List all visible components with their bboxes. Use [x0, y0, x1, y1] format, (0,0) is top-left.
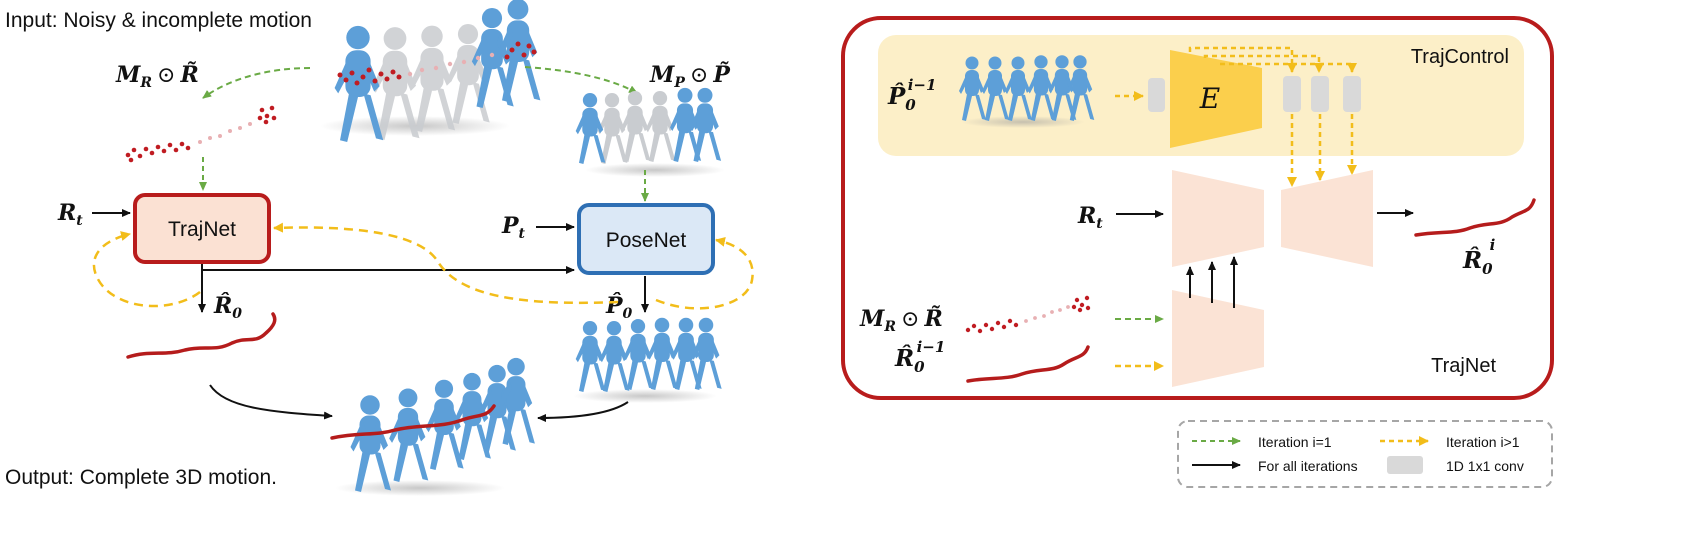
trajnet-encoder-module: [1172, 290, 1264, 387]
output-trajectory-curve: [126, 312, 277, 359]
final-trajectory-curve: [330, 404, 496, 440]
trajcontrol-label: TrajControl: [1411, 46, 1509, 68]
yellow-loop-crossover: [273, 222, 619, 305]
right-panel: TrajControl P̂0i−1 E: [841, 16, 1554, 400]
legend-label-iter1: Iteration i=1: [1258, 434, 1332, 450]
masked-traj-label: MR⊙R̃: [115, 62, 199, 91]
green-arrow-to-traj: [202, 67, 311, 99]
conv-to-decoder-arrows: [1287, 114, 1357, 187]
right-masked-traj-label: MR⊙R̃: [859, 306, 943, 335]
r-t-label: Rt: [57, 200, 83, 229]
masked-pose-figure: [575, 87, 725, 177]
right-noisy-trajectory-points: [965, 295, 1091, 334]
posenet-label: PoseNet: [606, 229, 687, 252]
conv-block-input: [1148, 78, 1165, 112]
input-motion-figure: [320, 0, 541, 143]
input-caption: Input: Noisy & incomplete motion: [5, 9, 312, 32]
r-out-label: R̂0i: [1462, 236, 1496, 278]
legend: Iteration i=1 Iteration i>1 For all iter…: [1177, 420, 1553, 488]
pose-sequence-figure: [959, 55, 1095, 128]
skip-up-arrows: [1186, 256, 1238, 308]
right-trajnet-label: TrajNet: [1431, 355, 1496, 377]
p-prev-label: P̂0i−1: [887, 76, 936, 114]
left-panel: Input: Noisy & incomplete motion: [5, 0, 754, 496]
legend-label-conv: 1D 1x1 conv: [1446, 458, 1524, 474]
legend-box: [1177, 420, 1553, 488]
p-t-label: Pt: [501, 213, 526, 242]
posenet-block: PoseNet: [577, 203, 715, 275]
trajnet-block: TrajNet: [133, 193, 271, 264]
trajcontrol-decoder-module: [1281, 170, 1373, 267]
green-arrow-to-pose: [524, 66, 638, 94]
encoder-block: E: [1170, 50, 1262, 148]
legend-conv-swatch: [1387, 456, 1423, 474]
encoder-to-conv-arrows: [1188, 46, 1357, 73]
legend-label-all: For all iterations: [1258, 458, 1358, 474]
merge-arrow-from-pose: [537, 401, 629, 422]
merge-arrow-from-traj: [209, 384, 333, 420]
encoder-label: E: [1199, 82, 1220, 115]
noisy-trajectory-points: [125, 105, 277, 163]
legend-label-iter-gt1: Iteration i>1: [1446, 434, 1520, 450]
output-pose-figure: [573, 317, 722, 403]
p0-label: P̂0: [605, 293, 633, 322]
trajnet-to-posenet-arrow: [201, 264, 575, 274]
right-output-trajectory: [1414, 198, 1536, 237]
output-caption: Output: Complete 3D motion.: [5, 466, 277, 489]
masked-pose-label: MP⊙P̃: [649, 62, 731, 91]
right-r-t-label: Rt: [1077, 203, 1103, 232]
yellow-loop-posenet: [655, 236, 754, 310]
right-prev-trajectory: [966, 345, 1090, 383]
trajnet-label: TrajNet: [168, 218, 236, 241]
yellow-loop-trajnet: [92, 231, 201, 308]
trajnet-decoder-module: [1172, 170, 1264, 267]
r-prev-label: R̂0i−1: [894, 338, 945, 376]
final-motion-figure: [330, 357, 535, 496]
r0-label: R̂0: [213, 293, 242, 322]
conv-blocks-control: [1283, 76, 1361, 112]
